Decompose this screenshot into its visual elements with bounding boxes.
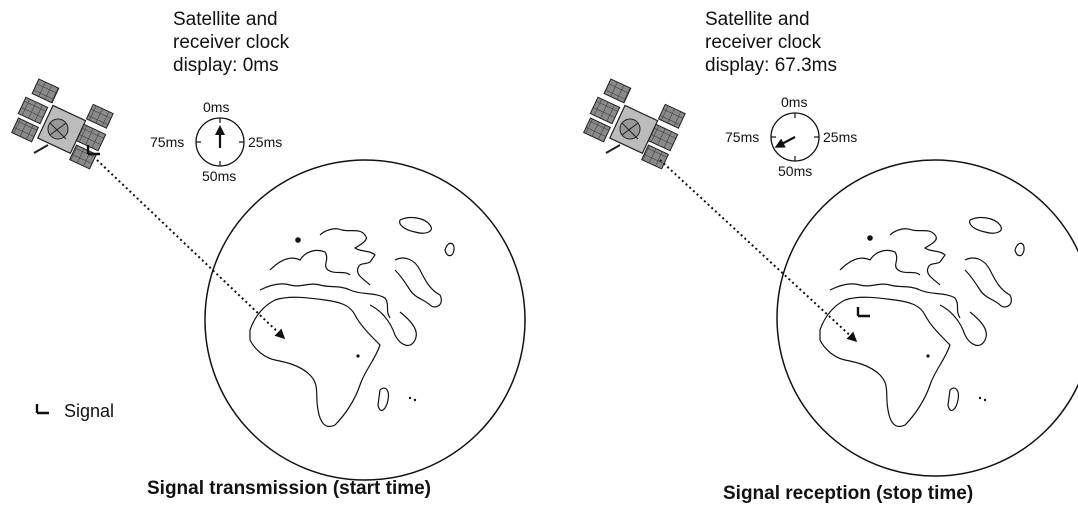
clock-hand [774, 136, 796, 148]
tick-label-left: 75ms [725, 129, 760, 145]
earth-globe [776, 159, 1078, 477]
tick-label-bottom: 50ms [778, 163, 813, 179]
receiver-location-dot [295, 237, 301, 243]
right-panel [582, 77, 1078, 477]
caption-line: Satellite and [705, 9, 810, 30]
earth-globe [204, 159, 526, 481]
clock-dial [195, 117, 245, 167]
caption-line: receiver clock [705, 32, 822, 53]
receiver-location-dot [867, 235, 873, 241]
caption-line: display: 0ms [173, 55, 279, 76]
tick-label-right: 25ms [823, 129, 858, 145]
signal-path-arrow [659, 159, 858, 343]
gps-satellite-icon [582, 77, 687, 170]
legend-label: Signal [64, 401, 115, 421]
tick-label-top: 0ms [203, 99, 230, 115]
legend-signal-icon [35, 402, 51, 415]
left-panel [10, 77, 526, 481]
left-panel-title: Signal transmission (start time) [147, 478, 432, 499]
gps-satellite-icon [10, 77, 115, 170]
tick-label-left: 75ms [150, 134, 185, 150]
caption-line: receiver clock [173, 32, 290, 53]
tick-label-top: 0ms [781, 94, 808, 110]
left-clock-caption: Satellite and receiver clock display: 0m… [173, 8, 289, 77]
caption-line: display: 67.3ms [705, 55, 838, 76]
clock-dial [770, 112, 820, 162]
caption-line: Satellite and [173, 9, 278, 30]
right-clock-caption: Satellite and receiver clock display: 67… [705, 8, 837, 77]
tick-label-bottom: 50ms [202, 168, 237, 184]
tick-label-right: 25ms [248, 134, 283, 150]
right-panel-title: Signal reception (stop time) [723, 483, 974, 504]
